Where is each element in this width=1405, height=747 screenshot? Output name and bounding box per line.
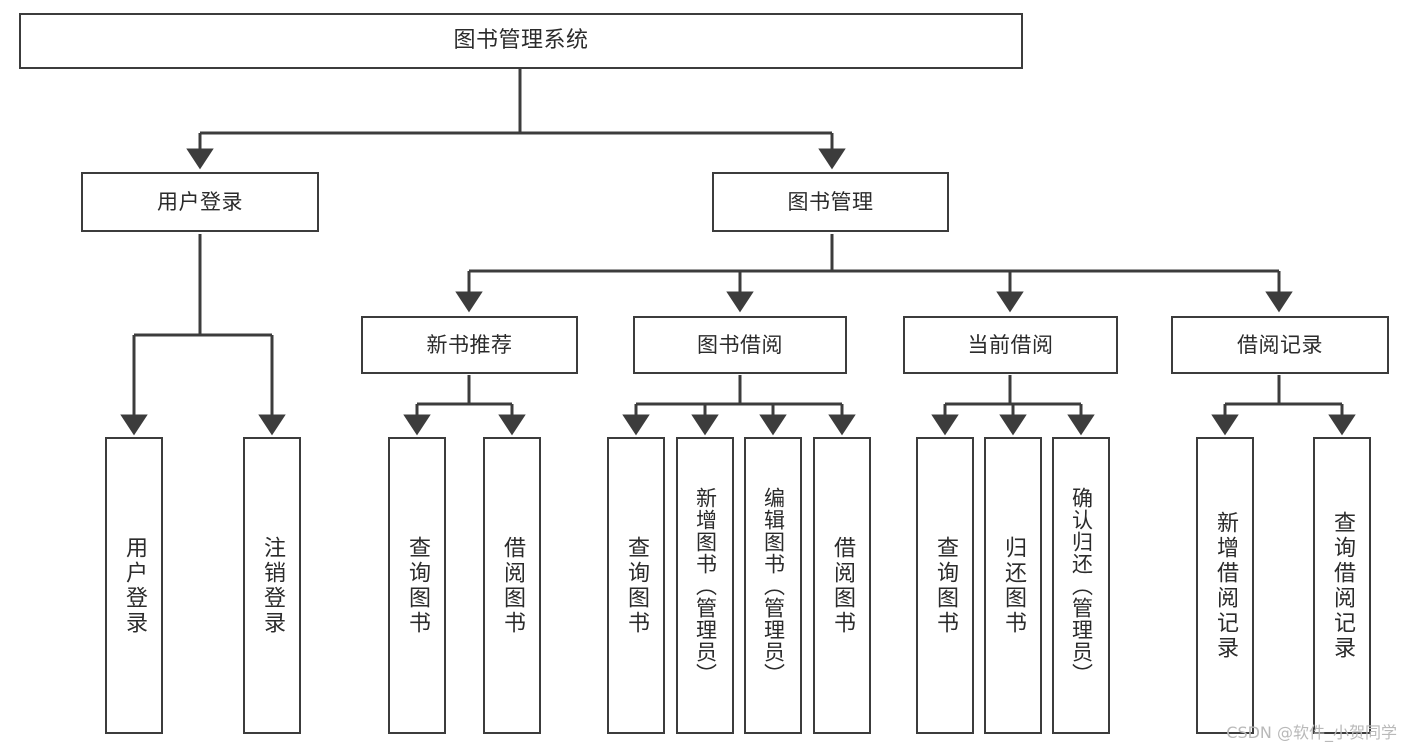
leaf-book-borrow-borrow-book[interactable]: 借阅图书 (813, 437, 871, 734)
node-book-management[interactable]: 图书管理 (712, 172, 949, 232)
leaf-book-borrow-add-book-admin[interactable]: 新增图书（管理员） (676, 437, 734, 734)
node-current-borrow[interactable]: 当前借阅 (903, 316, 1118, 374)
leaf-borrow-record-query-record[interactable]: 查询借阅记录 (1313, 437, 1371, 734)
node-label: 注销登录 (260, 535, 285, 636)
node-user-login[interactable]: 用户登录 (81, 172, 319, 232)
node-label: 查询借阅记录 (1330, 510, 1355, 661)
leaf-book-borrow-query-book[interactable]: 查询图书 (607, 437, 665, 734)
leaf-borrow-record-add-record[interactable]: 新增借阅记录 (1196, 437, 1254, 734)
node-label: 图书借阅 (697, 332, 783, 357)
node-borrow-record[interactable]: 借阅记录 (1171, 316, 1389, 374)
node-label: 查询图书 (933, 535, 958, 636)
node-label: 新书推荐 (426, 332, 513, 357)
node-label: 查询图书 (405, 535, 430, 636)
node-label: 新增图书（管理员） (693, 486, 718, 685)
node-label: 借阅图书 (500, 535, 525, 636)
leaf-user-login-login[interactable]: 用户登录 (105, 437, 163, 734)
node-root-book-management-system[interactable]: 图书管理系统 (19, 13, 1023, 69)
leaf-book-borrow-edit-book-admin[interactable]: 编辑图书（管理员） (744, 437, 802, 734)
node-label: 确认归还（管理员） (1069, 486, 1094, 685)
leaf-new-book-borrow-book[interactable]: 借阅图书 (483, 437, 541, 734)
leaf-current-borrow-return-book[interactable]: 归还图书 (984, 437, 1042, 734)
leaf-new-book-query-book[interactable]: 查询图书 (388, 437, 446, 734)
node-label: 新增借阅记录 (1213, 510, 1238, 661)
node-new-book-recommend[interactable]: 新书推荐 (361, 316, 578, 374)
node-label: 借阅图书 (830, 535, 855, 636)
node-label: 借阅记录 (1237, 332, 1323, 357)
node-label: 图书管理 (787, 189, 874, 214)
node-label: 编辑图书（管理员） (761, 486, 786, 685)
leaf-user-login-logout[interactable]: 注销登录 (243, 437, 301, 734)
node-label: 用户登录 (122, 535, 147, 636)
node-book-borrow[interactable]: 图书借阅 (633, 316, 847, 374)
leaf-current-borrow-query-book[interactable]: 查询图书 (916, 437, 974, 734)
node-label: 查询图书 (624, 535, 649, 636)
leaf-current-borrow-confirm-return-admin[interactable]: 确认归还（管理员） (1052, 437, 1110, 734)
node-label: 归还图书 (1001, 535, 1026, 636)
node-label: 用户登录 (157, 189, 243, 214)
node-label: 当前借阅 (967, 332, 1054, 357)
csdn-watermark: CSDN @软件_小贺同学 (1226, 723, 1397, 742)
node-label: 图书管理系统 (453, 28, 589, 54)
